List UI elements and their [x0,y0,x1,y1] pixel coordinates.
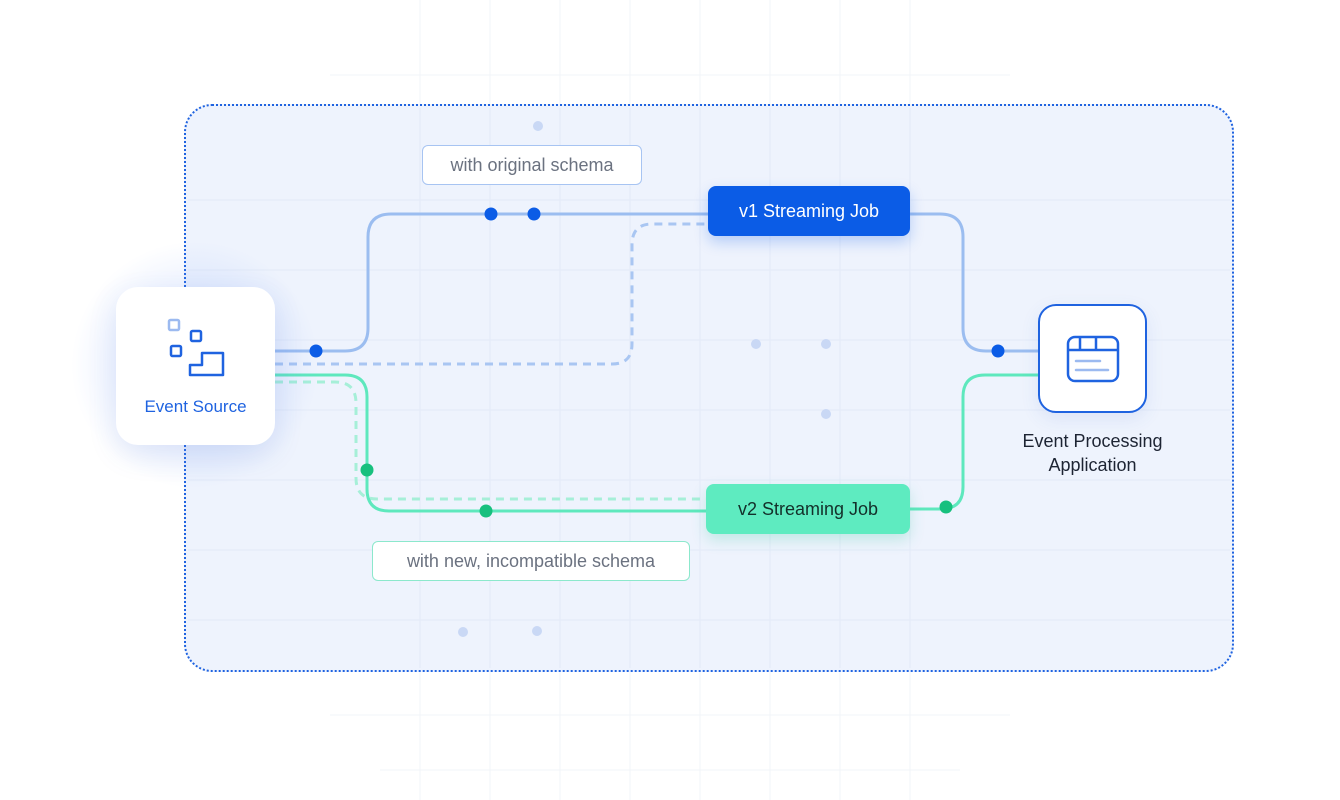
decorative-dots [458,121,831,637]
v1-event-dots [309,207,1005,358]
new-schema-tag: with new, incompatible schema [372,541,690,581]
app-window-icon [1066,335,1120,383]
v1-output-path [908,212,1040,353]
new-schema-text: with new, incompatible schema [406,550,656,571]
event-source-label: Event Source [144,397,247,416]
v1-dashed-path [275,222,710,366]
v1-streaming-job-label: v1 Streaming Job [738,200,880,221]
v2-streaming-job[interactable]: v2 Streaming Job [706,484,910,534]
original-schema-text: with original schema [450,154,614,175]
app-label-line1: Event Processing [1022,431,1163,451]
v1-flow-path [275,212,710,353]
blocks-stairs-icon [167,318,225,377]
v2-streaming-job-label: v2 Streaming Job [737,498,879,519]
v1-streaming-job[interactable]: v1 Streaming Job [708,186,910,236]
v2-flow-path [275,373,708,513]
v2-event-dots [360,463,953,518]
event-source-node[interactable]: Event Source [116,287,275,445]
v2-dashed-path [275,380,708,501]
app-label-line2: Application [1048,455,1137,475]
event-processing-app-node[interactable] [1038,304,1147,413]
original-schema-tag: with original schema [422,145,642,185]
event-processing-app-label: Event Processing Application [990,429,1195,477]
